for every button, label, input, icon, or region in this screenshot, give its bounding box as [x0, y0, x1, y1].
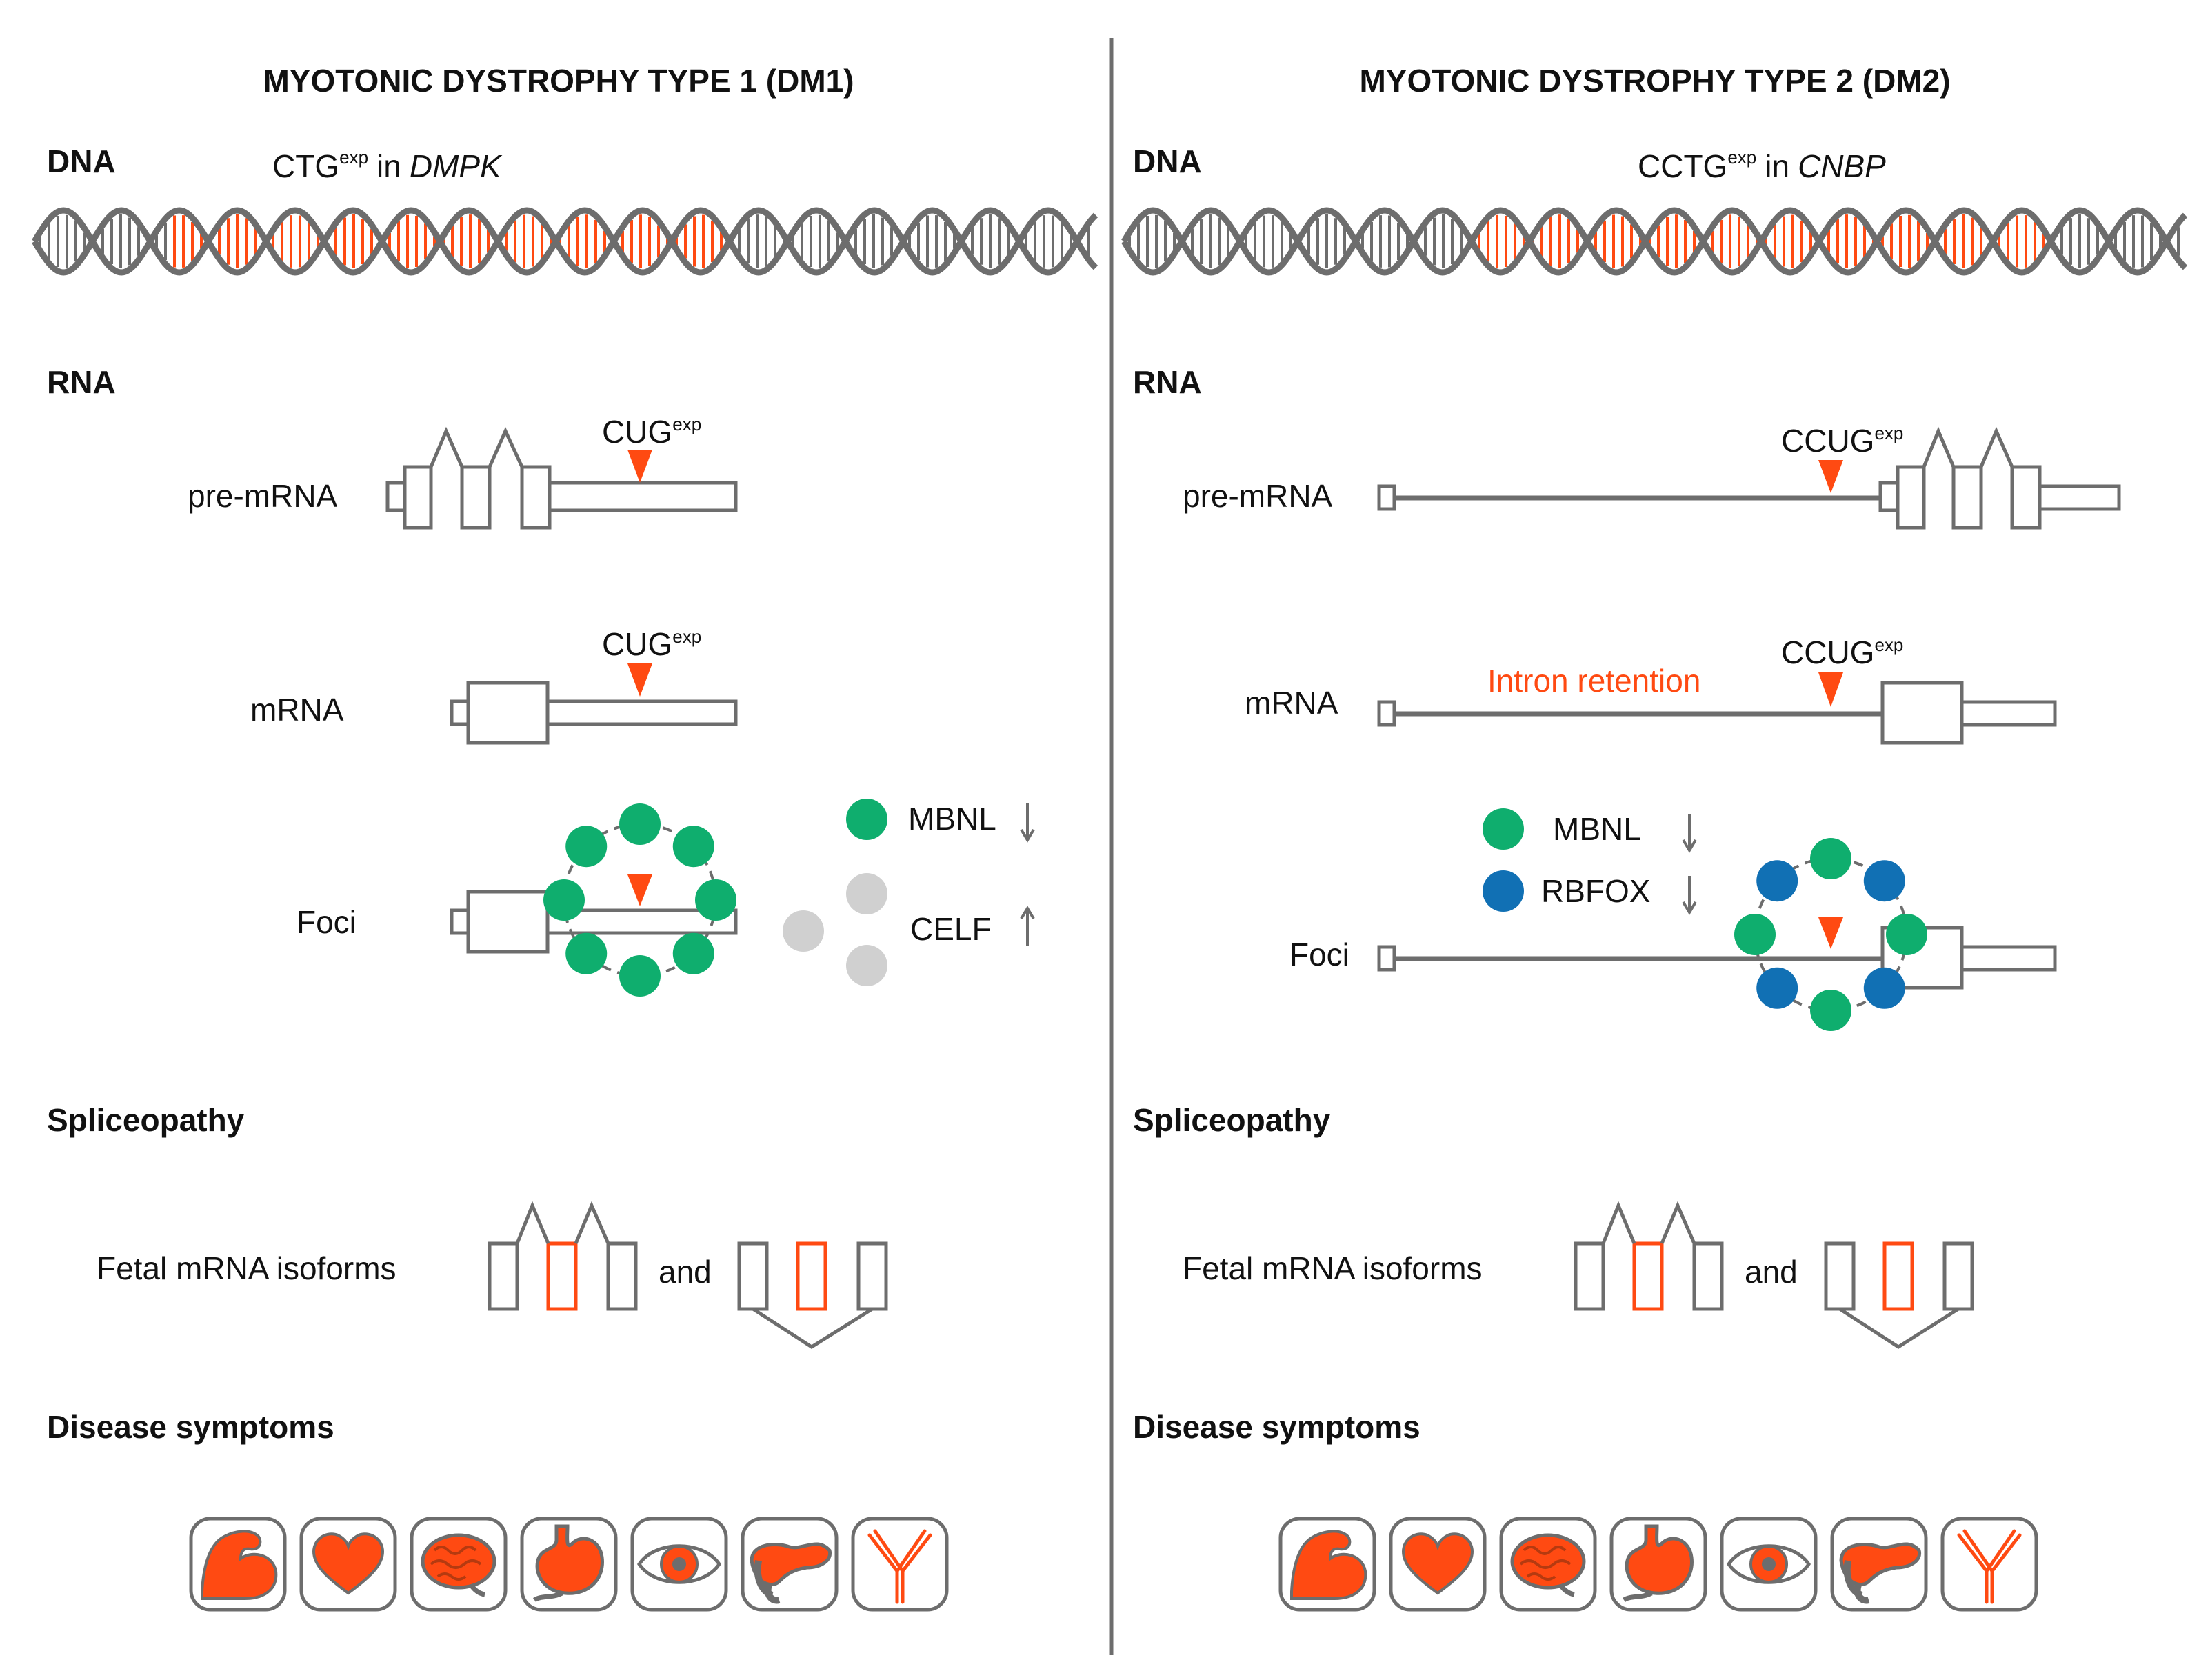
- dm2-symptom-icons: [1278, 1517, 2038, 1612]
- dm1-celf-dot: [846, 945, 887, 986]
- rbfox-protein: [1863, 967, 1905, 1009]
- dm1-spliceopathy-heading: Spliceopathy: [47, 1102, 245, 1138]
- dm2-mbnl-legend-label: MBNL: [1553, 811, 1641, 847]
- dm1-celf-dot: [846, 873, 887, 914]
- dm2-rna-heading: RNA: [1133, 364, 1202, 400]
- dm2-spliceopathy-heading: Spliceopathy: [1133, 1102, 1331, 1138]
- dm1-celf-up-arrow-icon: [1020, 906, 1035, 946]
- dm1-celf-dot: [783, 910, 824, 952]
- dm2-pre-mrna-gene: [1377, 426, 2121, 530]
- mbnl-protein: [1886, 914, 1927, 955]
- dna-strand: [32, 207, 1098, 276]
- dm2-rbfox-legend-dot: [1483, 870, 1524, 912]
- dm1-dna-helix: [32, 207, 1098, 276]
- eye-icon: [1720, 1517, 1818, 1612]
- dna-strand: [32, 207, 1098, 276]
- dm1-pre-repeat-marker: [627, 450, 652, 483]
- dm2-intron-retention-label: Intron retention: [1487, 663, 1700, 699]
- rbfox-protein: [1756, 860, 1798, 902]
- mbnl-protein: [1810, 990, 1851, 1031]
- dm1-fetal-isoform-skipping: [737, 1241, 888, 1349]
- dm1-mbnl-down-arrow-icon: [1020, 803, 1035, 843]
- dm2-symptoms-heading: Disease symptoms: [1133, 1409, 1420, 1445]
- mbnl-protein: [619, 955, 661, 997]
- dm2-mrna-label: mRNA: [1245, 685, 1338, 721]
- mbnl-protein: [1810, 838, 1851, 879]
- dm2-rbfox-legend-label: RBFOX: [1541, 873, 1650, 909]
- dm1-pre-mrna-label: pre-mRNA: [188, 478, 338, 514]
- dm1-mbnl-legend-label: MBNL: [908, 801, 996, 837]
- rbfox-protein: [1863, 860, 1905, 902]
- dm2-mrna-ccug-label: CCUGexp: [1781, 634, 1903, 670]
- dm2-foci-label: Foci: [1289, 937, 1349, 972]
- dm1-fetal-label: Fetal mRNA isoforms: [97, 1250, 396, 1286]
- mbnl-protein: [672, 826, 714, 868]
- dm2-title: MYOTONIC DYSTROPHY TYPE 2 (DM2): [1359, 63, 1950, 99]
- pancreas-icon: [741, 1517, 839, 1612]
- brain-icon: [410, 1517, 508, 1612]
- dna-strand: [1121, 207, 2188, 276]
- dm2-mrna-repeat-marker: [1818, 672, 1843, 707]
- dm1-and-label: and: [659, 1254, 712, 1290]
- pancreas-icon: [1830, 1517, 1928, 1612]
- eye-icon: [630, 1517, 728, 1612]
- antibody-icon: [1940, 1517, 2038, 1612]
- dm2-protein-ring: [1734, 838, 1927, 1031]
- dm2-fetal-label: Fetal mRNA isoforms: [1183, 1250, 1483, 1286]
- dm1-mrna-repeat-marker: [627, 663, 652, 697]
- dna-strand: [1121, 207, 2188, 276]
- stomach-icon: [1609, 1517, 1707, 1612]
- rbfox-protein: [1756, 967, 1798, 1009]
- dm2-mrna: [1377, 681, 2057, 745]
- dm1-pre-mrna-gene: [385, 426, 738, 530]
- dm1-symptoms-heading: Disease symptoms: [47, 1409, 334, 1445]
- dm1-pre-cug-label: CUGexp: [602, 414, 701, 450]
- dm2-dna-heading: DNA: [1133, 143, 1202, 179]
- dm1-panel: MYOTONIC DYSTROPHY TYPE 1 (DM1) DNA CTGe…: [32, 63, 1098, 1612]
- heart-icon: [299, 1517, 397, 1612]
- mbnl-protein: [1734, 914, 1776, 955]
- dm2-panel: MYOTONIC DYSTROPHY TYPE 2 (DM2) DNA CCTG…: [1121, 63, 2188, 1612]
- dm2-mbnl-down-arrow-icon: [1682, 814, 1697, 853]
- muscle-icon: [189, 1517, 287, 1612]
- dm1-dna-heading: DNA: [47, 143, 116, 179]
- antibody-icon: [851, 1517, 949, 1612]
- brain-icon: [1499, 1517, 1597, 1612]
- dm1-foci-repeat-marker: [627, 874, 652, 906]
- mbnl-protein: [619, 803, 661, 845]
- dm2-fetal-isoform-inclusion: [1574, 1201, 1724, 1311]
- dm2-and-label: and: [1745, 1254, 1798, 1290]
- dm1-mbnl-ring: [543, 803, 736, 997]
- dm1-celf-legend-label: CELF: [910, 911, 992, 947]
- dm1-fetal-isoform-inclusion: [488, 1201, 638, 1311]
- mbnl-protein: [565, 932, 608, 974]
- dm2-mbnl-legend-dot: [1483, 808, 1524, 850]
- dm2-fetal-isoform-skipping: [1824, 1241, 1974, 1349]
- dm1-mrna: [450, 681, 738, 745]
- mbnl-protein: [543, 879, 585, 921]
- dm1-mrna-cug-label: CUGexp: [602, 626, 701, 662]
- stomach-icon: [520, 1517, 618, 1612]
- mbnl-protein: [672, 932, 714, 974]
- mbnl-protein: [565, 826, 608, 868]
- dm2-foci-repeat-marker: [1818, 917, 1843, 949]
- dm2-foci-mrna: [1377, 926, 2057, 990]
- dm1-rna-heading: RNA: [47, 364, 116, 400]
- dm1-foci-label: Foci: [297, 904, 357, 940]
- dm2-dna-helix: [1121, 207, 2188, 276]
- heart-icon: [1389, 1517, 1487, 1612]
- dm2-pre-mrna-label: pre-mRNA: [1183, 478, 1333, 514]
- dm2-pre-repeat-marker: [1818, 460, 1843, 493]
- dm2-rbfox-down-arrow-icon: [1682, 876, 1697, 915]
- dm2-pre-ccug-label: CCUGexp: [1781, 423, 1903, 459]
- dm1-symptom-icons: [189, 1517, 949, 1612]
- muscle-icon: [1278, 1517, 1376, 1612]
- mbnl-protein: [695, 879, 736, 921]
- dm1-title: MYOTONIC DYSTROPHY TYPE 1 (DM1): [263, 63, 854, 99]
- dm1-mrna-label: mRNA: [250, 692, 344, 728]
- dm1-mbnl-legend-dot: [846, 799, 887, 840]
